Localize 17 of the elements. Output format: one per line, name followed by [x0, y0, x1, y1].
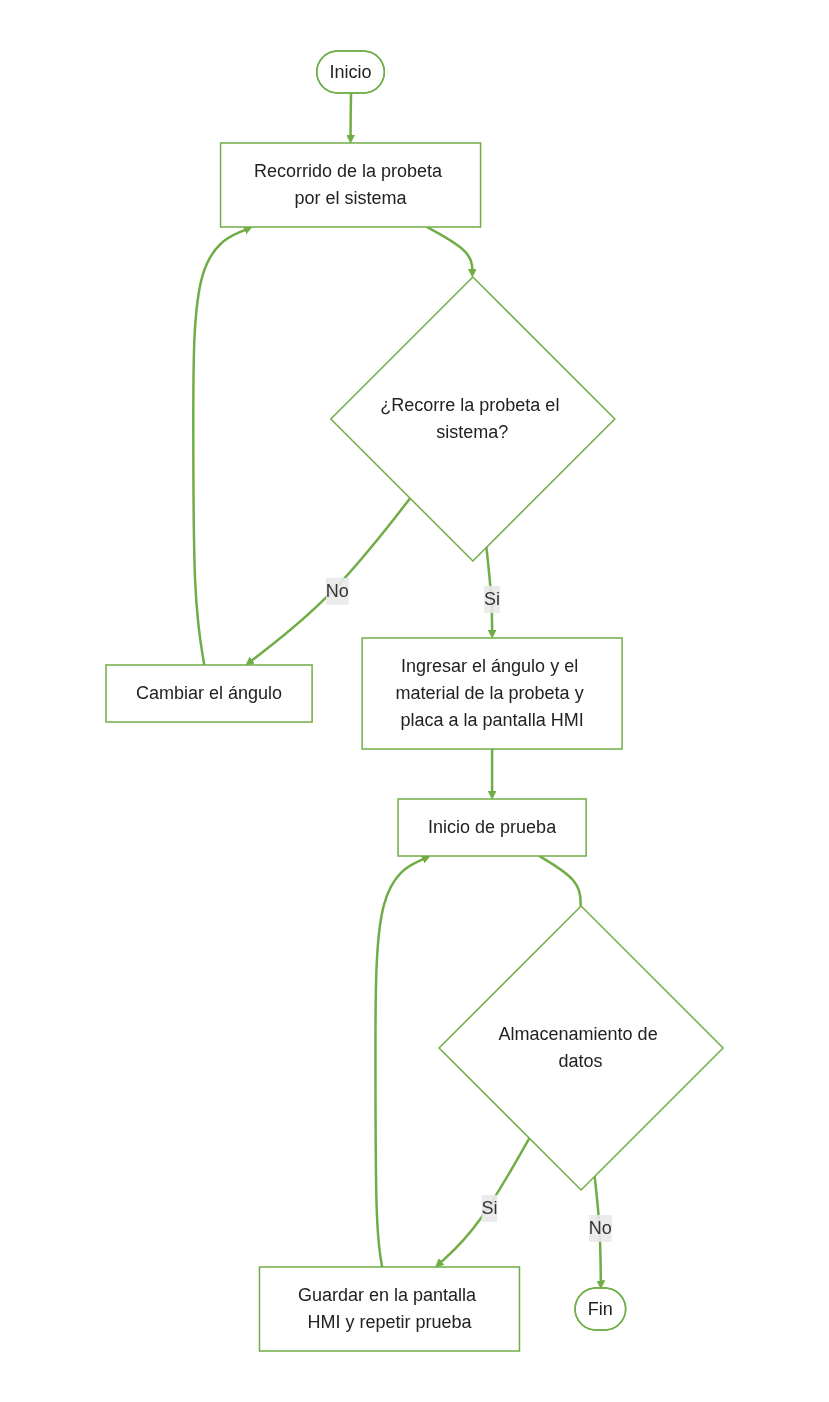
- arrow: [192, 226, 253, 666]
- arrow: [487, 749, 497, 800]
- node-box: Cambiar el ángulo: [105, 664, 313, 723]
- arrow: [346, 93, 355, 144]
- node-box: Inicio de prueba: [397, 798, 587, 857]
- edge-label: Si: [481, 1197, 498, 1218]
- node-box: Ingresar el ángulo y el material de la probeta y placa a la pantalla HMI: [361, 637, 623, 750]
- node-diamond: Almacenamiento de datos: [438, 904, 725, 1192]
- node-box: Guardar en la pantalla HMI y repetir prueba: [258, 1266, 521, 1352]
- edge-label: No: [325, 580, 349, 601]
- arrow: [435, 1137, 531, 1268]
- edge-label: No: [588, 1218, 612, 1238]
- edge-label: Si: [484, 589, 501, 609]
- arrow: [374, 855, 431, 1268]
- arrow: [245, 497, 411, 666]
- node-box: Recorrido de la probeta por el sistema: [219, 142, 482, 228]
- node-diamond: ¿Recorre la probeta el sistema?: [329, 275, 616, 563]
